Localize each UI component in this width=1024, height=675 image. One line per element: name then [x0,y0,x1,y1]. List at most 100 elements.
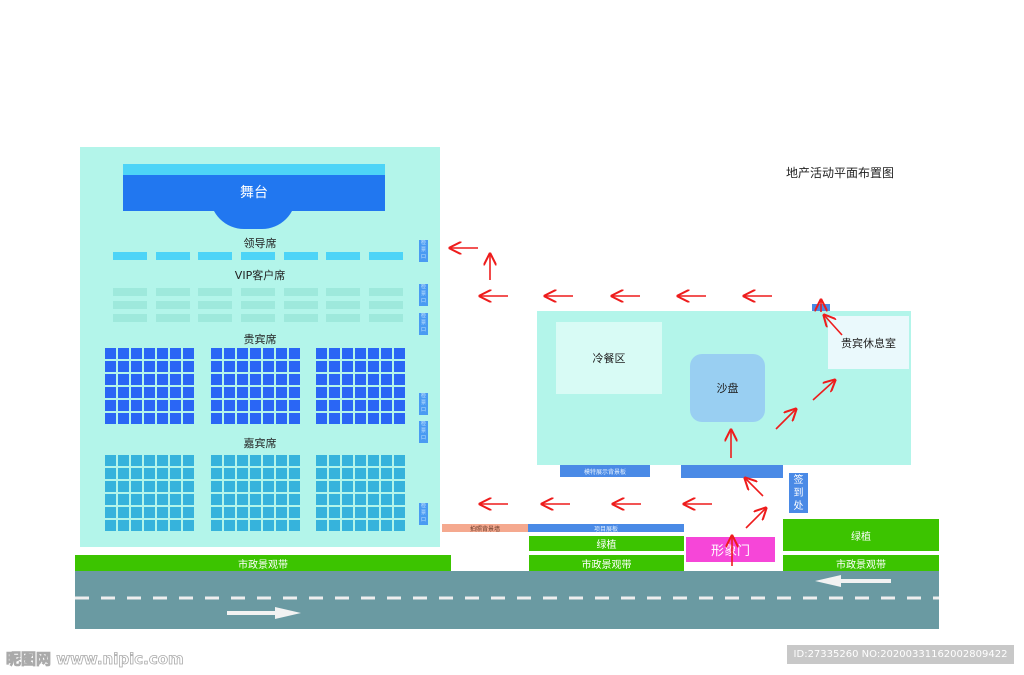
municipal-landscape-strip: 市政景观带 [783,555,939,571]
gold-seat [118,400,129,411]
vip-seat [368,301,403,309]
gold-seat [394,400,405,411]
gold-seat [157,413,168,424]
guest-seat [131,507,142,518]
gold-seat [144,387,155,398]
stage-label: 舞台 [240,185,268,201]
sign-in-desk: 签到处 [789,473,808,513]
guest-seat-blocks [105,455,405,531]
gold-seat [262,400,274,411]
guest-seat [144,481,155,492]
gold-seat [183,387,194,398]
guest-seat [262,468,274,479]
gold-seat [342,374,353,385]
model-display-board: 模特展示背景板 [560,465,650,477]
gold-seat [329,348,340,359]
gold-seat [170,348,181,359]
guest-seat [381,455,392,466]
guest-seat [262,481,274,492]
image-gate-label: 形象门 [710,544,750,559]
guest-seat [368,455,379,466]
guest-seat [355,481,366,492]
guest-seat [316,468,327,479]
vip-seat [283,314,318,322]
gold-seat [144,361,155,372]
leader-seat [368,252,403,260]
gold-seat [394,413,405,424]
guest-seat [381,520,392,531]
vip-seat [113,288,147,296]
guest-seat [381,494,392,505]
vip-seat [198,314,233,322]
guest-seat [394,468,405,479]
gold-seat [329,387,340,398]
guest-seat [144,455,155,466]
gold-seat [170,413,181,424]
guest-seat [183,455,194,466]
guest-seat [342,494,353,505]
guest-seat [316,481,327,492]
project-board-label: 项目展板 [593,525,618,533]
vip-lounge-room: 贵宾休息室 [828,316,909,369]
gold-seat [249,413,261,424]
ticket-gate[interactable]: 检票口 [419,240,428,262]
gold-seat [262,361,274,372]
plan-title: 地产活动平面布置图 [786,166,895,180]
guest-seat [355,507,366,518]
sign-in-label: 签到处 [793,475,804,512]
flow-arrow-icon [745,508,766,529]
ticket-gate[interactable]: 检票口 [419,284,428,306]
guest-seat [118,481,129,492]
vip-seat [155,314,190,322]
gold-seat [381,374,392,385]
guest-seat [288,468,300,479]
vip-seat [155,301,190,309]
guest-seat [105,494,116,505]
site-watermark: 昵图网 www.nipic.com [6,650,184,669]
guest-seat [329,455,340,466]
gold-seat [381,413,392,424]
ticket-gate[interactable]: 检票口 [419,421,428,443]
gold-seat [157,361,168,372]
gold-seat [223,400,235,411]
guest-seats-label: 嘉宾席 [243,437,277,450]
guest-seat [170,481,181,492]
guest-seat [342,455,353,466]
gold-seat [381,361,392,372]
gold-seat [368,361,379,372]
gold-seat [249,361,261,372]
gold-seat [329,361,340,372]
gold-seat [329,374,340,385]
sand-table: 沙盘 [690,354,765,422]
gold-seat [316,400,327,411]
leader-seat [326,252,361,260]
leader-seat [113,252,147,260]
vip-seat-row [113,288,403,296]
vip-seat-rows [113,288,403,322]
guest-seat [288,455,300,466]
gold-seat [394,387,405,398]
vip-seat [368,314,403,322]
gold-seat [355,348,366,359]
gold-seat [249,374,261,385]
guest-seat [157,507,168,518]
vip-seat [113,314,147,322]
guest-seat [394,494,405,505]
ticket-gate[interactable]: 检票口 [419,393,428,415]
ticket-gate[interactable]: 检票口 [419,313,428,335]
guest-seat [105,468,116,479]
guest-seat [236,507,248,518]
vip-seat [326,314,361,322]
guest-seat [131,520,142,531]
gold-seat [381,387,392,398]
guest-seat [170,468,181,479]
gold-seat [329,400,340,411]
ticket-gate[interactable]: 检票口 [419,503,428,525]
gold-seat [288,361,300,372]
flow-arrow-icon [824,315,843,336]
gold-seat [288,348,300,359]
gold-seat [210,361,222,372]
gold-seat [210,413,222,424]
guest-seat [183,481,194,492]
guest-seat [144,520,155,531]
